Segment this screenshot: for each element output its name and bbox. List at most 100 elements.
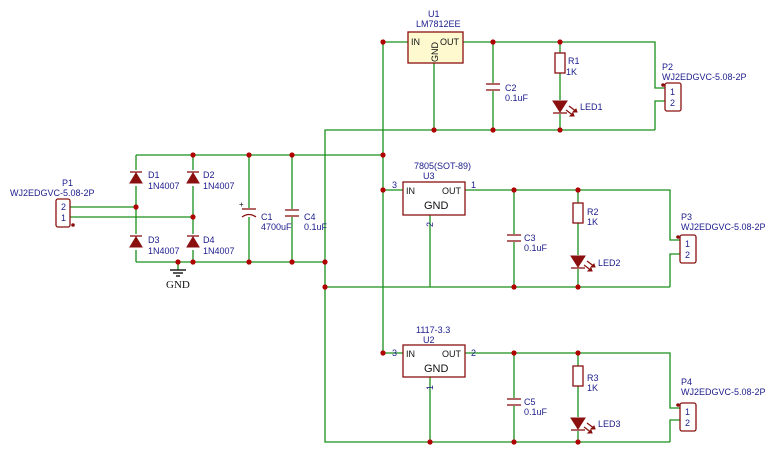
d1-ref: D1: [148, 170, 160, 180]
u2-pin-gnd: 1: [425, 385, 435, 390]
junction-dot: [190, 152, 196, 158]
diode-d4[interactable]: D4 1N4007: [186, 234, 235, 256]
diode-d3[interactable]: D3 1N4007: [129, 234, 180, 256]
wire-3v3-rail: [465, 352, 680, 409]
u3-pin-gnd: 2: [425, 222, 435, 227]
junction-dot: [133, 204, 139, 210]
junction-dot: [289, 259, 295, 265]
capacitor-c3[interactable]: C3 0.1uF: [507, 233, 548, 253]
c4-ref: C4: [304, 212, 316, 222]
junction-dot: [511, 284, 517, 290]
resistor-r1[interactable]: R1 1K: [554, 52, 580, 77]
led-1[interactable]: LED1: [552, 100, 603, 117]
d1-part: 1N4007: [148, 181, 180, 191]
junction-dot: [575, 350, 581, 356]
u3-ref: U3: [423, 171, 435, 181]
wire-vin-u1: [382, 41, 408, 155]
r3-ref: R3: [587, 373, 599, 383]
u2-part: 1117-3.3: [416, 325, 450, 335]
connector-p2[interactable]: 1 2 P2 WJ2EDGVC-5.08-2P: [661, 62, 747, 112]
junction-dot: [246, 259, 252, 265]
junction-dot: [511, 439, 517, 445]
c5-value: 0.1uF: [524, 407, 548, 417]
u1-part: LM7812EE: [416, 19, 461, 29]
resistor-r2[interactable]: R2 1K: [572, 202, 599, 227]
led3-ref: LED3: [598, 419, 621, 429]
r1-ref: R1: [568, 56, 580, 66]
u2-pin-in: 3: [392, 348, 397, 358]
junction-dot: [431, 127, 437, 133]
u1-gnd-label: GND: [430, 42, 440, 63]
p2-part: WJ2EDGVC-5.08-2P: [662, 72, 747, 82]
u3-out-label: OUT: [442, 186, 462, 196]
connector-p3[interactable]: 1 2 P3 WJ2EDGVC-5.08-2P: [676, 212, 766, 264]
u2-in-label: IN: [406, 349, 415, 359]
c3-ref: C3: [524, 233, 536, 243]
r1-value: 1K: [566, 67, 577, 77]
connector-p4[interactable]: 1 2 P4 WJ2EDGVC-5.08-2P: [676, 377, 766, 432]
capacitor-c5[interactable]: C5 0.1uF: [507, 397, 548, 417]
p2-ref: P2: [662, 62, 673, 72]
wire-p2-gnd: [654, 100, 665, 130]
junction-dot: [322, 259, 328, 265]
junction-dot: [380, 350, 386, 356]
junction-dot: [575, 284, 581, 290]
led-3[interactable]: LED3: [570, 417, 621, 434]
c3-value: 0.1uF: [524, 243, 548, 253]
p3-pin-a: 1: [685, 239, 690, 249]
capacitor-c2[interactable]: C2 0.1uF: [486, 83, 529, 103]
r3-value: 1K: [587, 383, 598, 393]
u3-pin-in: 3: [392, 180, 397, 190]
resistor-r3[interactable]: R3 1K: [572, 365, 599, 393]
u1-out-label: OUT: [440, 37, 460, 47]
u3-gnd-label: GND: [424, 200, 449, 212]
junction-dot: [427, 439, 433, 445]
p2-pin-a: 1: [670, 87, 675, 97]
d4-ref: D4: [203, 235, 215, 245]
junction-dot: [289, 152, 295, 158]
p2-pin-b: 2: [670, 98, 675, 108]
p3-pin-b: 2: [685, 250, 690, 260]
regulator-u3[interactable]: IN OUT GND 3 1 2 7805(SOT-89) U3: [392, 161, 476, 227]
d2-ref: D2: [203, 170, 215, 180]
ground-label: GND: [166, 279, 190, 291]
junction-dot: [511, 187, 517, 193]
wire-gnd-bus-top: [324, 129, 655, 262]
connector-p1[interactable]: 2 1 P1 WJ2EDGVC-5.08-2P: [10, 178, 95, 228]
capacitor-c4[interactable]: C4 0.1uF: [285, 209, 328, 232]
diode-d2[interactable]: D2 1N4007: [186, 170, 235, 191]
p4-ref: P4: [681, 377, 692, 387]
wire-5v-rail: [465, 189, 680, 241]
junctions: [133, 39, 581, 445]
p1-ref: P1: [62, 178, 73, 188]
d3-ref: D3: [148, 235, 160, 245]
junction-dot: [380, 152, 386, 158]
p4-part: WJ2EDGVC-5.08-2P: [681, 387, 766, 397]
junction-dot: [490, 127, 496, 133]
junction-dot: [246, 152, 252, 158]
diode-d1[interactable]: D1 1N4007: [129, 170, 180, 191]
regulator-u1[interactable]: IN OUT GND U1 LM7812EE: [407, 9, 464, 64]
d2-part: 1N4007: [203, 181, 235, 191]
p4-pin-b: 2: [685, 418, 690, 428]
capacitor-c1[interactable]: + C1 4700uF: [239, 200, 292, 232]
wire-gnd-bus-bottom: [324, 262, 670, 443]
junction-dot: [575, 439, 581, 445]
junction-dot: [380, 187, 386, 193]
c5-ref: C5: [524, 397, 536, 407]
u1-in-label: IN: [411, 37, 420, 47]
c1-value: 4700uF: [261, 222, 292, 232]
regulator-u2[interactable]: IN OUT GND 3 2 1 1117-3.3 U2: [392, 325, 476, 390]
led-2[interactable]: LED2: [570, 255, 621, 272]
c1-polarity: +: [239, 200, 244, 209]
junction-dot: [175, 259, 181, 265]
d4-part: 1N4007: [203, 246, 235, 256]
junction-dot: [557, 39, 563, 45]
junction-dot: [380, 39, 386, 45]
p1-part: WJ2EDGVC-5.08-2P: [10, 188, 95, 198]
u2-gnd-label: GND: [424, 363, 449, 375]
c4-value: 0.1uF: [304, 222, 328, 232]
u2-pin-out: 2: [471, 348, 476, 358]
